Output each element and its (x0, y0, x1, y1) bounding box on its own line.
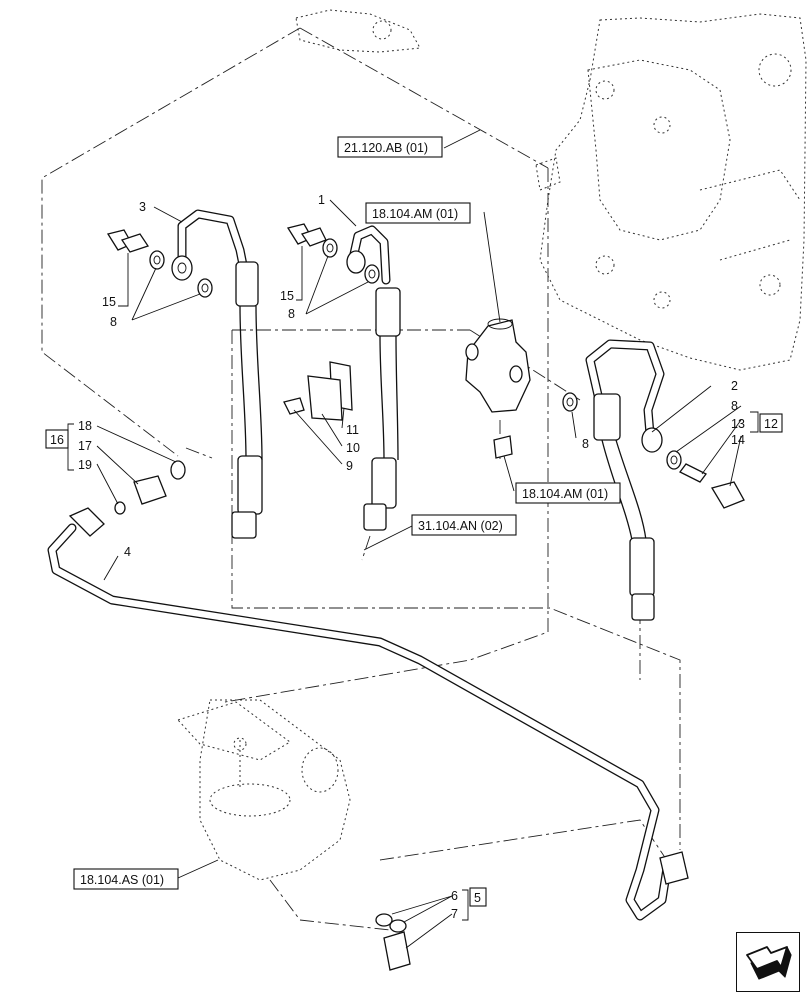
callout-7: 7 (451, 907, 458, 921)
item-box-12: 12 (764, 417, 778, 431)
hose-3 (171, 209, 263, 539)
ref-31-104-an: 31.104.AN (02) (418, 519, 503, 533)
callout-11: 11 (346, 423, 359, 437)
callout-numbers: 3 1 15 8 15 8 2 8 13 14 8 11 10 9 18 17 … (78, 193, 745, 921)
callout-1: 1 (318, 193, 325, 207)
fitting-16 (114, 460, 186, 515)
callout-2: 2 (731, 379, 738, 393)
callout-6: 6 (451, 889, 458, 903)
callout-3: 3 (139, 200, 146, 214)
pipe-4 (47, 507, 689, 921)
banjo-bolt-15-middle (286, 223, 380, 284)
ref-18-104-as: 18.104.AS (01) (80, 873, 164, 887)
brake-valve (177, 699, 351, 881)
boxed-item-numbers: 16 12 5 (45, 413, 783, 907)
banjo-bolt-15-left (106, 229, 213, 298)
fitting-5 (375, 913, 411, 971)
item-box-16: 16 (50, 433, 64, 447)
callout-4: 4 (124, 545, 131, 559)
ref-21-120-ab: 21.120.AB (01) (344, 141, 428, 155)
tee-valve (465, 318, 531, 459)
bolt-14-washer-8-right (562, 392, 745, 509)
next-page-arrow-icon[interactable] (736, 932, 800, 992)
callout-9: 9 (346, 459, 353, 473)
callout-8-left: 8 (110, 315, 117, 329)
callout-8-valve: 8 (582, 437, 589, 451)
leader-lines (67, 129, 759, 949)
callout-8-right: 8 (731, 399, 738, 413)
ref-18-104-am-middle: 18.104.AM (01) (522, 487, 608, 501)
callout-13: 13 (731, 417, 745, 431)
transmission-housing (295, 9, 807, 371)
callout-14: 14 (731, 433, 745, 447)
callout-8-middle: 8 (288, 307, 295, 321)
arrow-shape (746, 946, 792, 980)
hose-1 (346, 225, 401, 531)
callout-19: 19 (78, 458, 92, 472)
reference-lines (41, 27, 681, 931)
callout-18: 18 (78, 419, 92, 433)
bracket-11 (283, 361, 353, 421)
cross-reference-boxes: 21.120.AB (01) 18.104.AM (01) 18.104.AM … (73, 136, 621, 890)
callout-17: 17 (78, 439, 92, 453)
callout-15-left: 15 (102, 295, 116, 309)
ref-18-104-am-top: 18.104.AM (01) (372, 207, 458, 221)
callout-10: 10 (346, 441, 360, 455)
hose-2 (585, 339, 665, 621)
callout-15-middle: 15 (280, 289, 294, 303)
item-box-5: 5 (474, 891, 481, 905)
